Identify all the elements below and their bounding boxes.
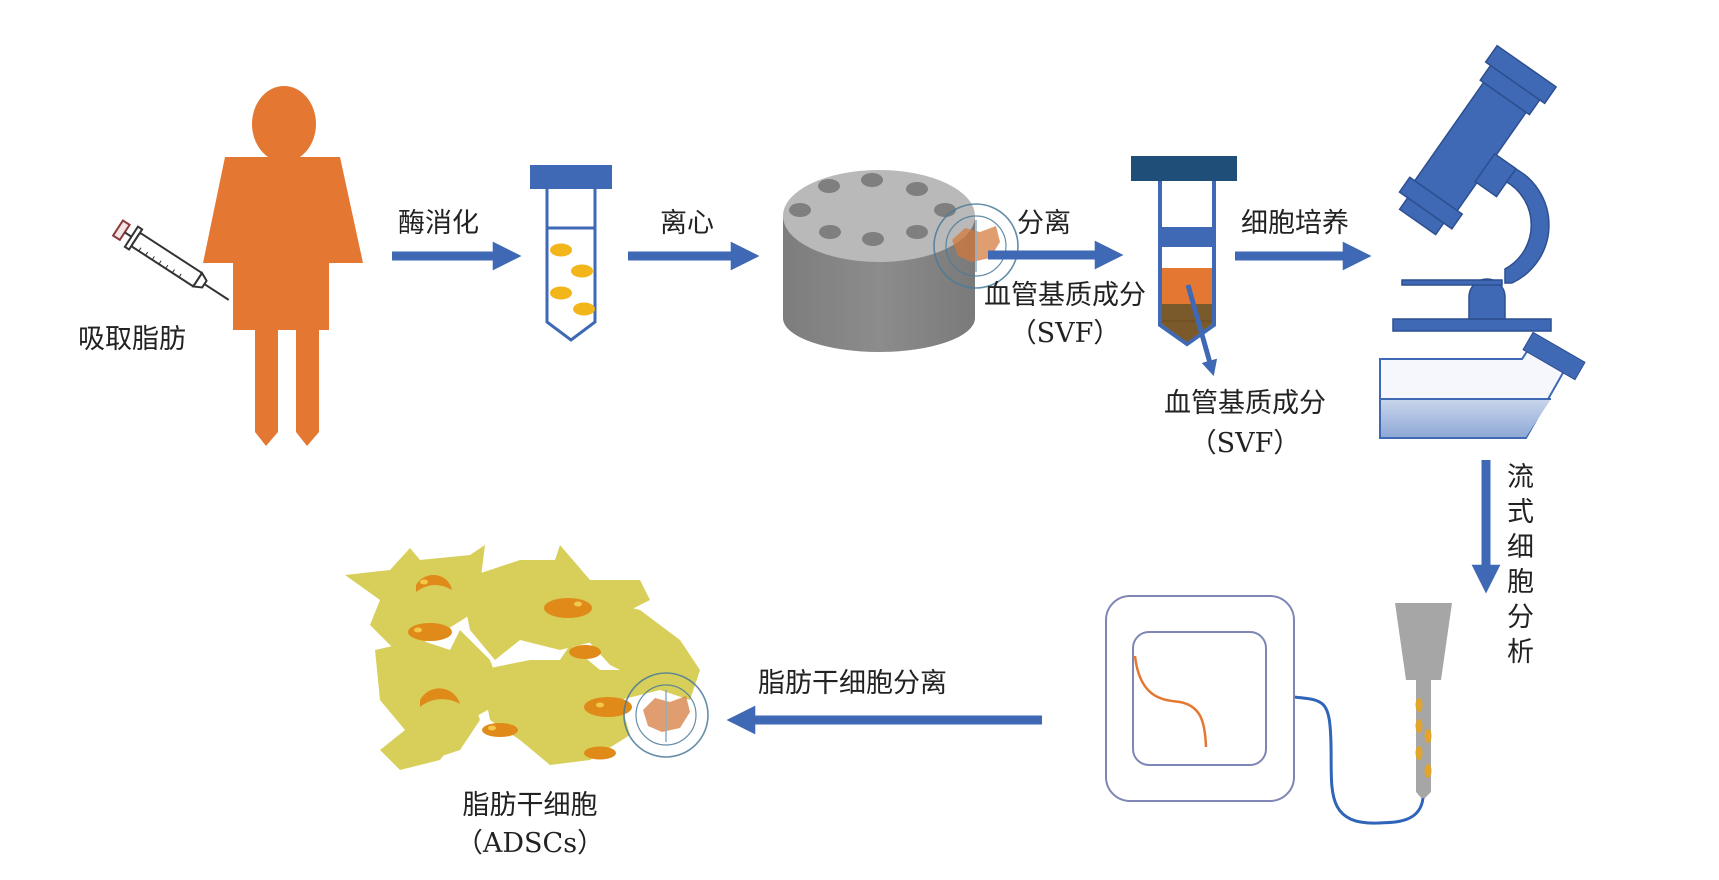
label-flow-line-2: 细胞	[1507, 532, 1534, 599]
label-enzyme-digestion: 酶消化	[398, 208, 479, 239]
label-svf-1-abbr: （SVF）	[1009, 318, 1121, 349]
label-flow-line-3: 分析	[1507, 602, 1534, 669]
centrifuge-rotor-icon	[783, 170, 975, 352]
arrow-svf-out	[1185, 284, 1218, 377]
layered-tube-icon	[1131, 156, 1237, 347]
label-centrifuge: 离心	[660, 208, 714, 239]
label-aspirate-fat: 吸取脂肪	[78, 324, 186, 355]
test-tube-icon	[530, 165, 612, 342]
label-svf-1: 血管基质成分	[984, 280, 1146, 311]
stem-cells-icon	[345, 545, 700, 770]
label-adsc-separation: 脂肪干细胞分离	[758, 668, 947, 699]
syringe-icon	[111, 219, 230, 301]
cable-icon	[1293, 695, 1425, 825]
monitor-curve-icon	[1105, 595, 1295, 802]
label-separate: 分离	[1017, 208, 1071, 239]
culture-flask-icon	[1379, 331, 1586, 439]
label-svf-2: 血管基质成分	[1164, 388, 1326, 419]
label-cell-culture: 细胞培养	[1241, 208, 1349, 239]
label-flow-cytometry: 流式 细胞 分析	[1507, 460, 1547, 671]
label-svf-2-abbr: （SVF）	[1189, 428, 1301, 459]
watermark-seal-icon	[933, 203, 1019, 289]
label-adsc-abbr: （ADSCs）	[455, 828, 605, 859]
label-adsc-name: 脂肪干细胞	[462, 790, 598, 821]
label-flow-line-1: 流式	[1507, 462, 1534, 529]
watermark-seal-icon	[623, 672, 709, 758]
microscope-icon	[1392, 44, 1558, 332]
person-silhouette-icon	[203, 86, 363, 446]
flow-cytometer-nozzle-icon	[1395, 603, 1452, 800]
